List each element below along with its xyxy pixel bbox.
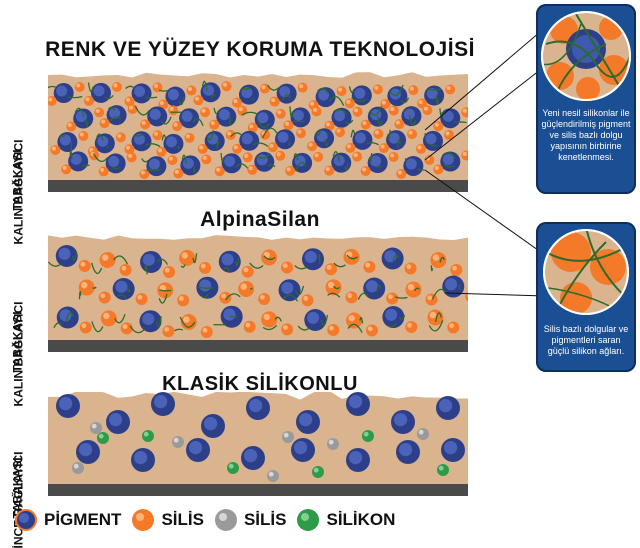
legend-label-silicone: SİLİKON bbox=[326, 510, 395, 530]
legend-label-silica-grey: SİLİS bbox=[244, 510, 287, 530]
legend: PİGMENT SİLİS SİLİS SİLİKON bbox=[14, 505, 395, 535]
legend-item-pigment: PİGMENT bbox=[14, 508, 121, 532]
silica-orange-particle-icon bbox=[131, 508, 155, 532]
pigment-particle-icon bbox=[14, 508, 38, 532]
callout-middle: Silis bazlı dolgular ve pigmentleri sara… bbox=[536, 222, 636, 372]
magnified-view-middle-icon bbox=[536, 222, 636, 318]
legend-item-silica-orange: SİLİS bbox=[131, 508, 204, 532]
legend-label-pigment: PİGMENT bbox=[44, 510, 121, 530]
silicone-particle-icon bbox=[296, 508, 320, 532]
callout-top-text: Yeni nesil silikonlar ile güçlendirilmiş… bbox=[540, 108, 632, 163]
legend-item-silicone: SİLİKON bbox=[296, 508, 395, 532]
magnified-view-top-icon bbox=[536, 4, 636, 104]
callout-middle-text: Silis bazlı dolgular ve pigmentleri sara… bbox=[540, 324, 632, 357]
silica-grey-particle-icon bbox=[214, 508, 238, 532]
legend-label-silica-orange: SİLİS bbox=[161, 510, 204, 530]
legend-item-silica-grey: SİLİS bbox=[214, 508, 287, 532]
callout-top: Yeni nesil silikonlar ile güçlendirilmiş… bbox=[536, 4, 636, 194]
